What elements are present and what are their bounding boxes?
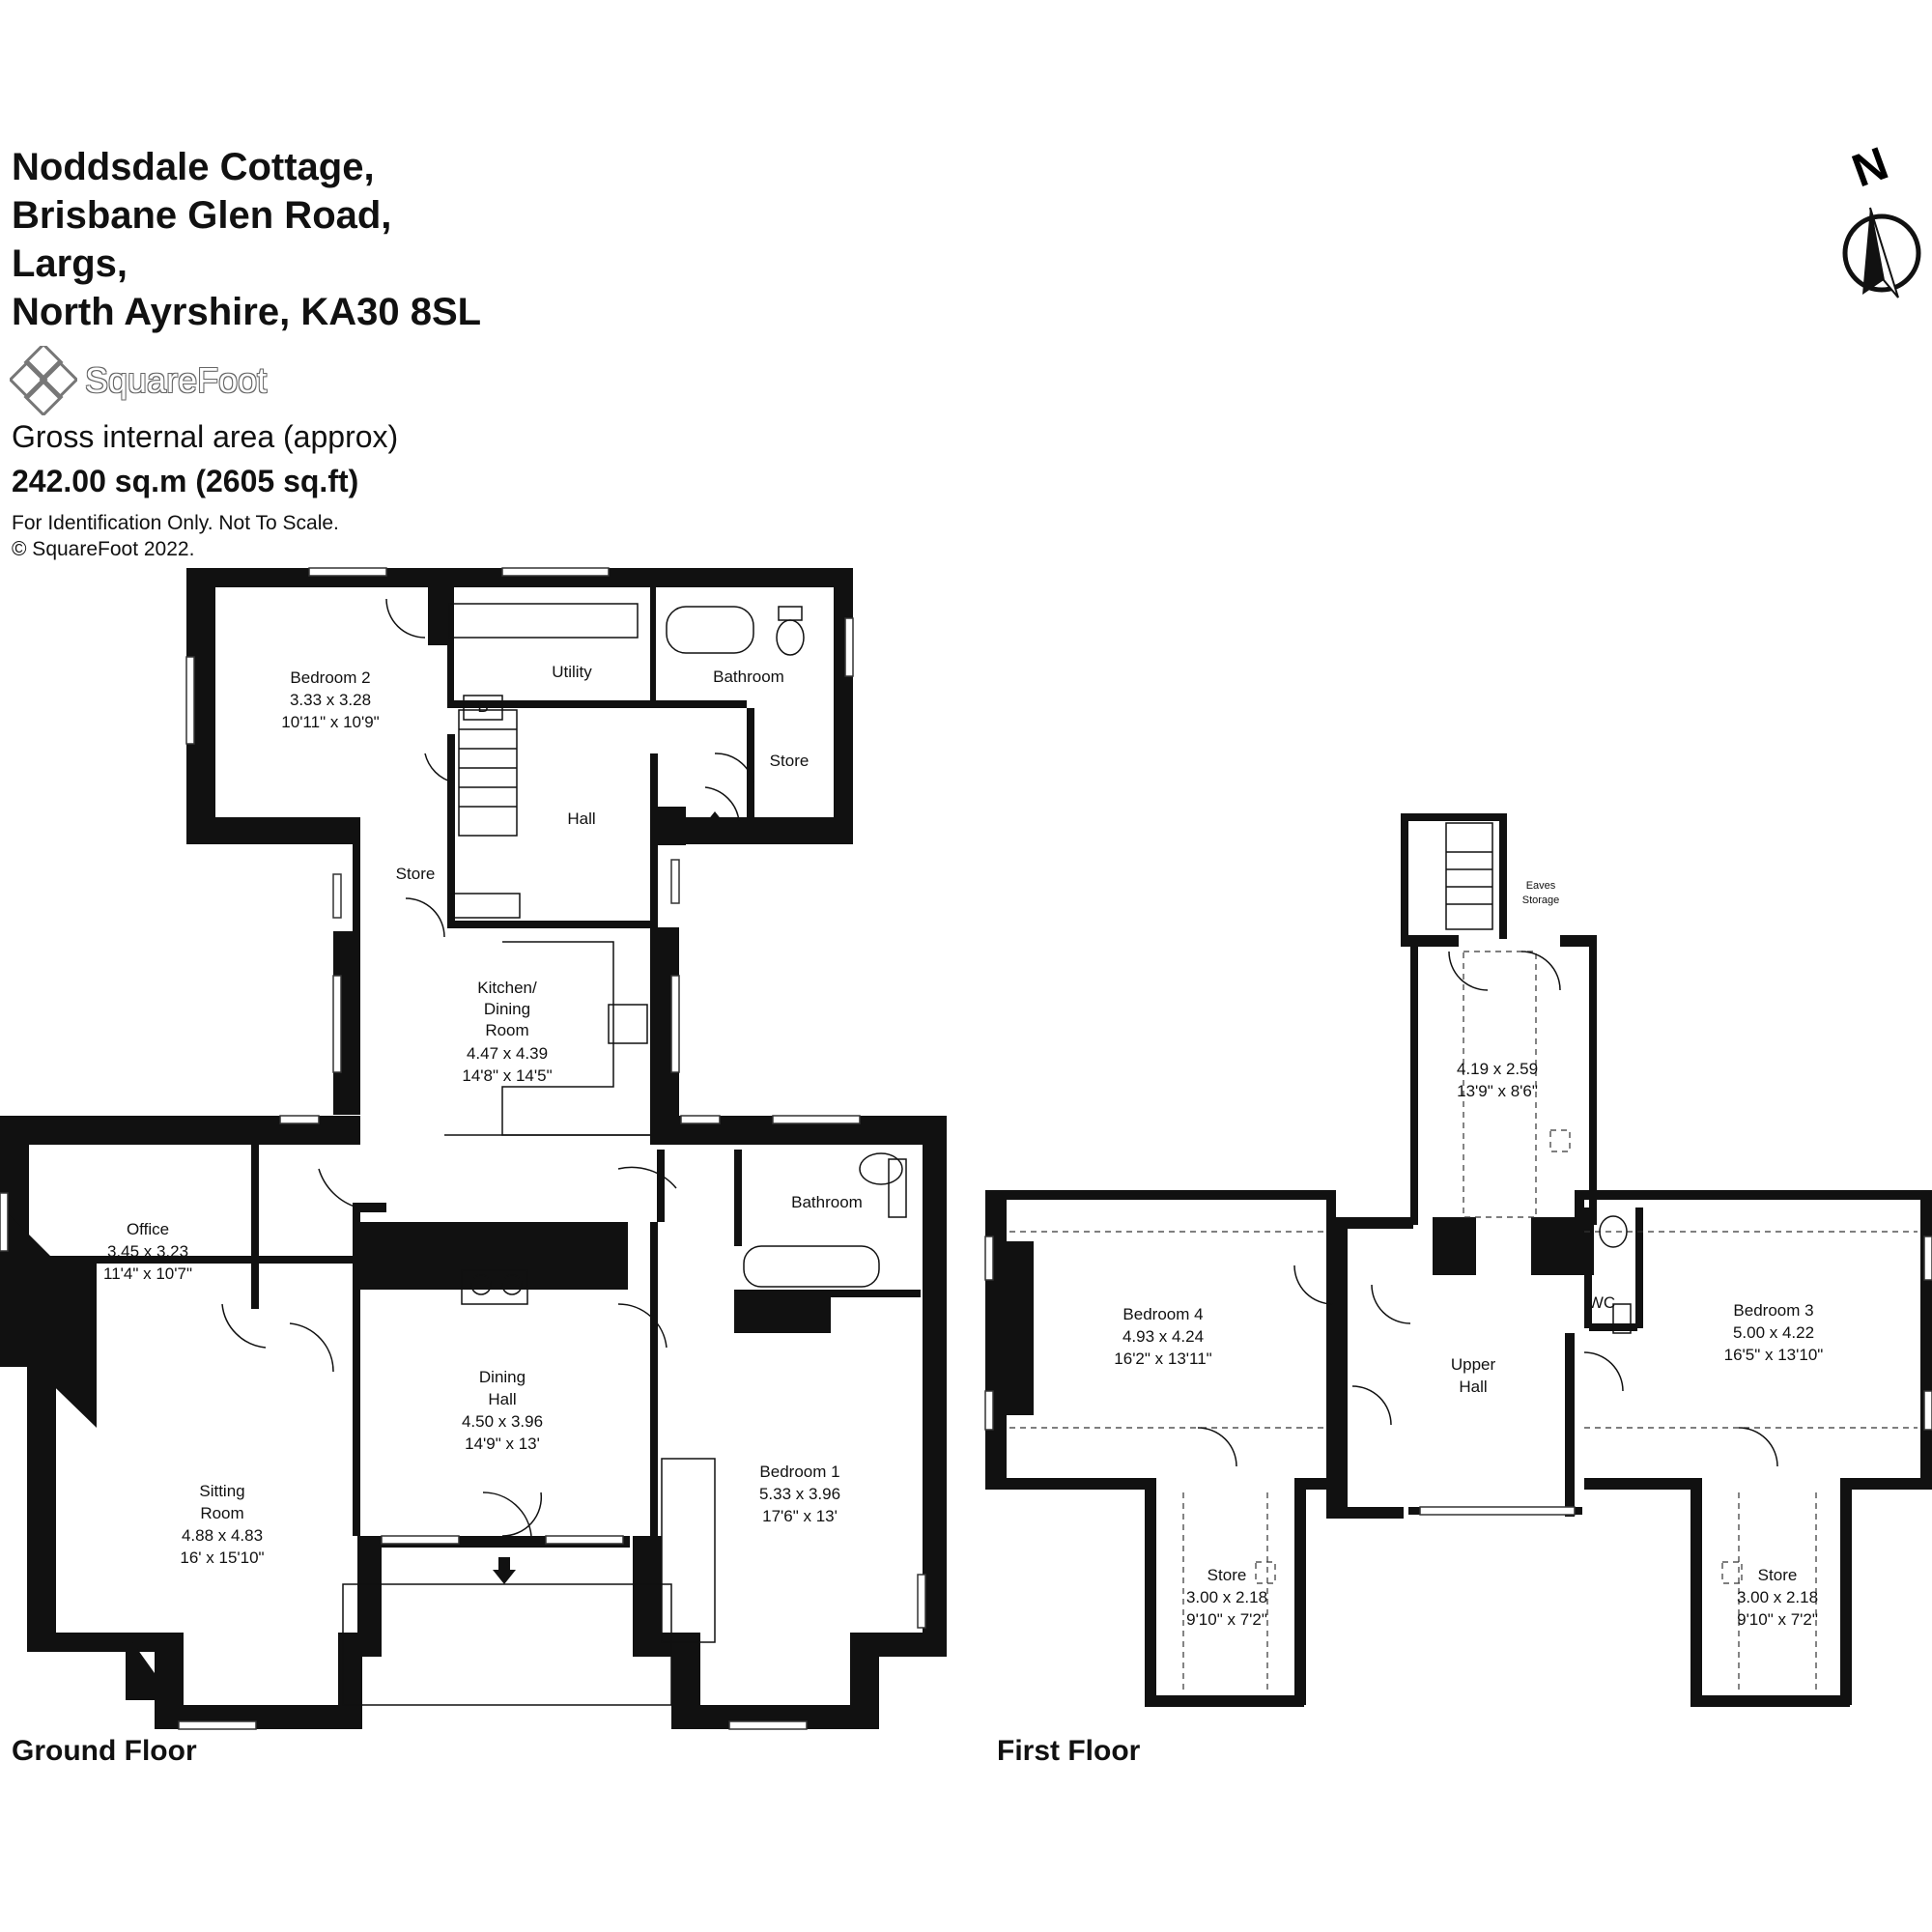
bathroom-top-name: Bathroom — [713, 668, 784, 686]
kitchen-imperial: 14'8" x 14'5" — [462, 1066, 552, 1085]
bedroom3-name: Bedroom 3 — [1733, 1301, 1813, 1320]
bedroom4-imperial: 16'2" x 13'11" — [1114, 1350, 1211, 1368]
first-floor-plan — [984, 813, 1932, 1707]
brand-name: SquareFoot — [85, 360, 268, 400]
store-right-ff-name: Store — [1758, 1566, 1798, 1584]
bedroom1-imperial: 17'6" x 13' — [762, 1507, 838, 1525]
eaves-name-2: Storage — [1522, 895, 1560, 906]
dining-hall-name-2: Hall — [488, 1390, 516, 1408]
ground-floor-label: Ground Floor — [12, 1735, 197, 1767]
compass-n-label: N — [1846, 138, 1895, 198]
store-left-ff-metric: 3.00 x 2.18 — [1186, 1588, 1267, 1606]
store-right-ff-metric: 3.00 x 2.18 — [1737, 1588, 1818, 1606]
bedroom1-metric: 5.33 x 3.96 — [759, 1485, 840, 1503]
address-line-1: Noddsdale Cottage, — [12, 146, 375, 188]
dining-hall-name-1: Dining — [479, 1368, 526, 1386]
area-value: 242.00 sq.m (2605 sq.ft) — [12, 464, 359, 498]
dining-hall-imperial: 14'9" x 13' — [465, 1435, 540, 1453]
sitting-room-metric: 4.88 x 4.83 — [182, 1526, 263, 1545]
bedroom4-metric: 4.93 x 4.24 — [1122, 1327, 1204, 1346]
area-label: Gross internal area (approx) — [12, 419, 399, 454]
bedroom1-name: Bedroom 1 — [759, 1463, 839, 1481]
ground-floor-plan — [0, 567, 947, 1730]
hall-name: Hall — [567, 810, 595, 828]
address-line-4: North Ayrshire, KA30 8SL — [12, 291, 482, 333]
bedroom4-name: Bedroom 4 — [1122, 1305, 1203, 1323]
sitting-room-imperial: 16' x 15'10" — [180, 1548, 264, 1567]
eaves-name-1: Eaves — [1526, 880, 1556, 892]
bedroom2-name: Bedroom 2 — [290, 668, 370, 687]
store-right-ff-imperial: 9'10" x 7'2" — [1737, 1610, 1818, 1629]
disclaimer: For Identification Only. Not To Scale. ©… — [12, 510, 339, 562]
boiler-label: B — [477, 697, 488, 716]
store-left-ff-name: Store — [1208, 1566, 1247, 1584]
kitchen-name-1: Kitchen/ — [477, 979, 537, 997]
sitting-room-name-1: Sitting — [199, 1482, 244, 1500]
store-left-name: Store — [396, 865, 436, 883]
kitchen-metric: 4.47 x 4.39 — [467, 1044, 548, 1063]
landing-metric: 4.19 x 2.59 — [1457, 1060, 1538, 1078]
kitchen-name-3: Room — [485, 1021, 528, 1039]
office-name: Office — [127, 1220, 169, 1238]
dining-hall-metric: 4.50 x 3.96 — [462, 1412, 543, 1431]
entrance-arrow-icon — [493, 811, 726, 1584]
office-imperial: 11'4" x 10'7" — [103, 1264, 192, 1283]
property-address: Noddsdale Cottage, Brisbane Glen Road, L… — [12, 143, 481, 336]
first-floor-label: First Floor — [997, 1735, 1141, 1767]
address-line-3: Largs, — [12, 242, 128, 285]
landing-imperial: 13'9" x 8'6" — [1457, 1082, 1538, 1100]
upper-hall-name-1: Upper — [1451, 1355, 1496, 1374]
disclaimer-line-2: © SquareFoot 2022. — [12, 538, 195, 560]
store-right-name: Store — [770, 752, 810, 770]
wc-name: WC — [1588, 1293, 1615, 1312]
office-metric: 3.45 x 3.23 — [107, 1242, 188, 1261]
address-line-2: Brisbane Glen Road, — [12, 194, 392, 237]
disclaimer-line-1: For Identification Only. Not To Scale. — [12, 512, 339, 534]
utility-name: Utility — [552, 663, 592, 681]
north-compass-icon: N — [1842, 138, 1921, 298]
bathroom-mid-name: Bathroom — [791, 1193, 863, 1211]
bedroom3-metric: 5.00 x 4.22 — [1733, 1323, 1814, 1342]
squarefoot-diamond-icon — [10, 346, 77, 415]
bedroom2-imperial: 10'11" x 10'9" — [281, 713, 379, 731]
store-left-ff-imperial: 9'10" x 7'2" — [1186, 1610, 1267, 1629]
squarefoot-logo: SquareFoot — [10, 346, 267, 415]
kitchen-name-2: Dining — [484, 1000, 530, 1018]
bedroom3-imperial: 16'5" x 13'10" — [1724, 1346, 1824, 1364]
bedroom2-metric: 3.33 x 3.28 — [290, 691, 371, 709]
sitting-room-name-2: Room — [200, 1504, 243, 1522]
upper-hall-name-2: Hall — [1459, 1378, 1487, 1396]
